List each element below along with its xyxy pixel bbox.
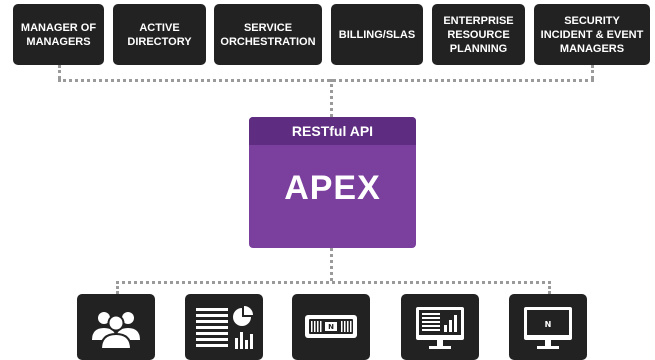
- users-group-icon: [92, 312, 140, 350]
- system-label: SERVICE ORCHESTRATION: [220, 21, 316, 48]
- device-box-monitor-chart: [401, 294, 479, 360]
- top-connector-bus: [58, 79, 594, 82]
- svg-text:N: N: [328, 323, 334, 331]
- system-label: MANAGER OF MANAGERS: [20, 21, 97, 48]
- system-box-security-incident-event-managers: SECURITY INCIDENT & EVENT MANAGERS: [534, 4, 650, 65]
- system-box-service-orchestration: SERVICE ORCHESTRATION: [214, 4, 322, 65]
- bottom-connector-drop-5: [548, 281, 551, 294]
- apex-block: RESTful API APEX: [249, 117, 416, 248]
- bottom-connector-bus: [116, 281, 551, 284]
- monitor-chart-icon: [416, 307, 464, 349]
- svg-text:N: N: [545, 320, 552, 329]
- device-box-monitor-appliance: N: [509, 294, 587, 360]
- bottom-connector-drop-1: [116, 281, 119, 294]
- system-label: BILLING/SLAS: [338, 28, 416, 41]
- restful-api-header: RESTful API: [249, 117, 416, 145]
- system-box-manager-of-managers: MANAGER OF MANAGERS: [13, 4, 104, 65]
- system-label: ACTIVE DIRECTORY: [127, 21, 192, 48]
- network-appliance-icon: N: [305, 315, 357, 338]
- system-box-enterprise-resource-planning: ENTERPRISE RESOURCE PLANNING: [432, 4, 525, 65]
- device-box-appliance: N: [292, 294, 370, 360]
- system-label: SECURITY INCIDENT & EVENT MANAGERS: [540, 14, 644, 55]
- system-box-active-directory: ACTIVE DIRECTORY: [113, 4, 206, 65]
- report-document-icon: [196, 306, 253, 349]
- bottom-connector-from-apex: [330, 248, 333, 281]
- device-box-users: [77, 294, 155, 360]
- top-connector-drop-1: [58, 65, 61, 79]
- device-box-report: [185, 294, 263, 360]
- top-connector-drop-6: [591, 65, 594, 79]
- system-box-billing-slas: BILLING/SLAS: [331, 4, 423, 65]
- top-connector-to-apex: [330, 79, 333, 117]
- apex-title: APEX: [284, 169, 381, 207]
- monitor-appliance-icon: N: [524, 307, 572, 349]
- system-label: ENTERPRISE RESOURCE PLANNING: [443, 14, 514, 55]
